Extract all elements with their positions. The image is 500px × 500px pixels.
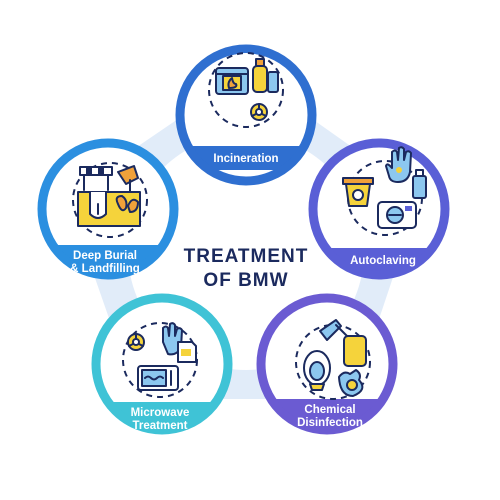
bottle-icon [412,169,427,199]
biohazard-icon-microwave [127,333,145,351]
node-autoclaving[interactable]: Autoclaving [300,138,460,280]
incineration-label: Incineration [213,153,278,165]
deep-burial-label-line1: Deep Burial [73,250,137,262]
microwave-oven-icon [137,365,179,391]
chemical-label-line1: Chemical [304,404,355,416]
glove-icon [385,146,412,183]
biohazard-bag-icon [338,369,364,397]
title-line2: OF BMW [203,270,288,291]
biohazard-bin-icon [342,177,374,207]
title-line1: TREATMENT [184,246,309,267]
node-incineration[interactable]: Incineration [170,44,330,186]
microwave-label-line2: Treatment [133,420,188,432]
barrier-icon [79,166,113,191]
autoclave-icon [377,201,417,229]
deep-burial-label-line2: & Landfilling [70,263,140,275]
diagram-title: TREATMENT OF BMW [184,246,309,291]
node-chemical[interactable]: Chemical Disinfection [250,293,410,439]
document-icon [177,341,197,363]
node-microwave[interactable]: Microwave Treatment [85,293,245,442]
chemical-label-line2: Disinfection [297,417,363,429]
excavator-icon [117,165,139,195]
spray-nozzle-icon [319,319,367,367]
biohazard-icon [250,103,268,121]
gas-cylinder-icon [252,58,279,93]
toilet-icon [303,350,331,391]
microwave-label-line1: Microwave [131,407,190,419]
organ-icon [115,195,139,213]
autoclaving-label: Autoclaving [350,255,416,267]
incinerator-icon [215,67,249,95]
node-deep-burial[interactable]: Deep Burial & Landfilling [30,138,190,285]
